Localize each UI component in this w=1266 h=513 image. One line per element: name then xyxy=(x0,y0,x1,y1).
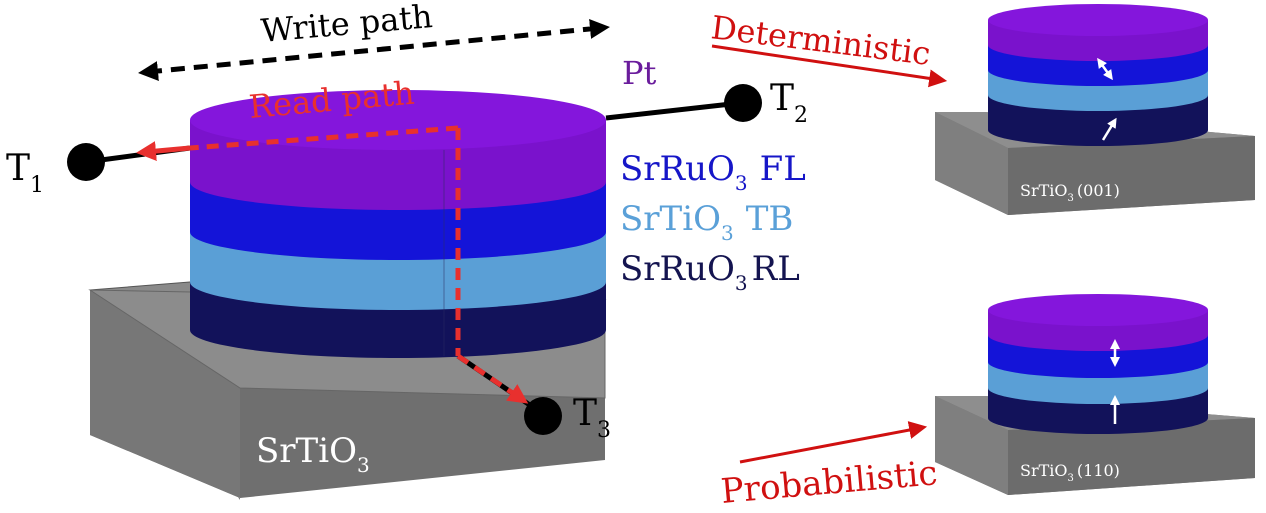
probabilistic-arrow xyxy=(739,421,928,464)
substrate-left-face-2 xyxy=(90,290,240,498)
read-path-top xyxy=(189,125,459,151)
small-bottom-substrate-label: SrTiO3(110) xyxy=(1020,461,1120,484)
terminal-t3 xyxy=(524,397,562,435)
small-bottom-pt-top xyxy=(988,294,1208,326)
write-path-label: Write path xyxy=(259,0,434,50)
t3-label: T3 xyxy=(573,393,611,443)
wire-t2 xyxy=(605,100,741,121)
read-path-t1-arrow xyxy=(136,141,191,162)
small-top-substrate-left xyxy=(935,112,1008,215)
pillar xyxy=(190,90,606,358)
small-top-substrate-label: SrTiO3(001) xyxy=(1020,181,1120,204)
t1-label: T1 xyxy=(6,148,44,198)
read-path-t3-arrow xyxy=(456,353,529,404)
small-top-ref-arrow xyxy=(1101,117,1117,141)
small-top-free-arrow xyxy=(1097,57,1113,81)
small-top-substrate-front xyxy=(1008,136,1255,215)
main-device xyxy=(67,19,762,500)
terminal-t2 xyxy=(724,84,762,122)
terminal-t1 xyxy=(67,143,105,181)
small-device-bottom xyxy=(935,294,1255,495)
small-device-top xyxy=(935,4,1255,215)
deterministic-arrow xyxy=(711,44,948,88)
substrate-front-face xyxy=(240,388,605,498)
substrate-label: SrTiO3 xyxy=(256,431,370,477)
probabilistic-label: Probabilistic xyxy=(719,453,939,508)
small-bottom-substrate-left xyxy=(935,396,1008,495)
small-top-pt-top xyxy=(988,4,1208,36)
t2-label: T2 xyxy=(770,78,808,128)
write-path-arrow xyxy=(138,19,610,81)
pt-layer-top xyxy=(190,90,606,150)
pt-label: Pt xyxy=(622,54,657,92)
small-bottom-substrate-front xyxy=(1008,418,1255,495)
